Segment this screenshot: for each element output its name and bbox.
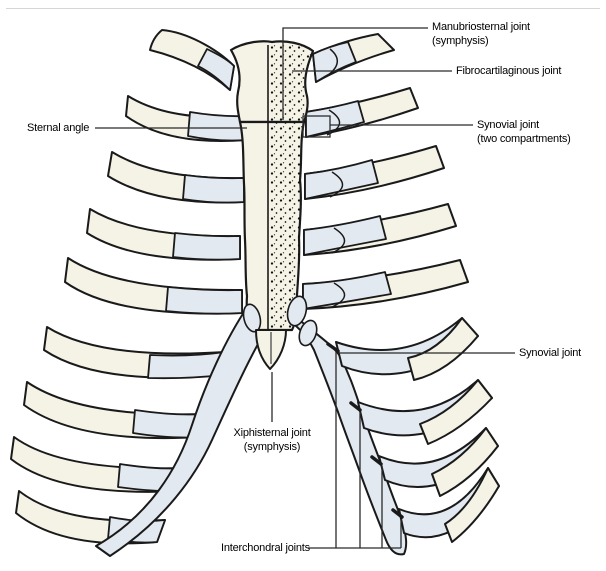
leader-lines bbox=[95, 27, 515, 549]
cartilage-left-2 bbox=[187, 111, 247, 142]
costal-margin-left bbox=[95, 305, 267, 557]
synovial-joint-label: Synovial joint bbox=[519, 347, 582, 359]
synovial-two-label-line2: (two compartments) bbox=[477, 133, 571, 145]
leader-manubriosternal bbox=[282, 27, 428, 120]
cartilage-right-5 bbox=[302, 271, 392, 310]
rib-right-6 bbox=[407, 317, 479, 381]
joint-mark-3 bbox=[370, 455, 383, 466]
synovial-two-label-line1: Synovial joint bbox=[477, 119, 540, 131]
cartilage-left-5 bbox=[165, 286, 243, 315]
sternal-angle-label: Sternal angle bbox=[27, 122, 90, 134]
xiphisternal-label-line1: Xiphisternal joint bbox=[233, 427, 311, 439]
sternum bbox=[229, 40, 318, 370]
cartilage-lobe-right-lower bbox=[298, 319, 318, 347]
capsule-arc-rib1 bbox=[326, 48, 338, 77]
top-border-line bbox=[6, 8, 600, 9]
joint-mark-2 bbox=[349, 401, 362, 412]
cartilage-right-2 bbox=[305, 100, 365, 138]
sternum-stippled-half bbox=[268, 42, 313, 331]
cartilage-left-3 bbox=[182, 174, 245, 204]
cartilage-lobe-right-upper bbox=[286, 295, 308, 327]
capsule-arc-rib5 bbox=[331, 282, 346, 308]
rib-right-7 bbox=[419, 379, 493, 445]
cartilage-left-1 bbox=[197, 48, 235, 91]
capsule-arc-rib4 bbox=[331, 227, 346, 254]
fibrocartilaginous-joint-label: Fibrocartilaginous joint bbox=[456, 65, 562, 77]
xiphisternal-label-line2: (symphysis) bbox=[243, 441, 301, 453]
capsule-arc-rib3 bbox=[329, 171, 344, 198]
rib-right-9 bbox=[444, 467, 500, 543]
costal-margin-right bbox=[283, 309, 408, 556]
cartilage-right-1 bbox=[312, 41, 357, 83]
manubriosternal-joint-label-line2: (symphysis) bbox=[432, 35, 489, 47]
xiphisternal-joint-label: Xiphisternal joint (symphysis) bbox=[202, 426, 342, 454]
joint-mark-1 bbox=[326, 342, 340, 353]
manubriosternal-joint-label: Manubriosternal joint (symphysis) bbox=[432, 20, 530, 48]
cartilage-left-4 bbox=[172, 232, 241, 261]
interchondral-joint-marks bbox=[326, 342, 404, 519]
right-ribs-lower bbox=[335, 317, 500, 543]
cartilage-right-4 bbox=[303, 215, 387, 256]
manubriosternal-joint-label-line1: Manubriosternal joint bbox=[432, 21, 530, 33]
joint-mark-4 bbox=[391, 508, 404, 519]
interchondral-joints-label: Interchondral joints bbox=[221, 542, 310, 554]
synovial-joint-two-compartments-label: Synovial joint (two compartments) bbox=[477, 118, 571, 146]
rib-right-8 bbox=[431, 427, 499, 497]
synovial-joint-box bbox=[302, 115, 331, 138]
